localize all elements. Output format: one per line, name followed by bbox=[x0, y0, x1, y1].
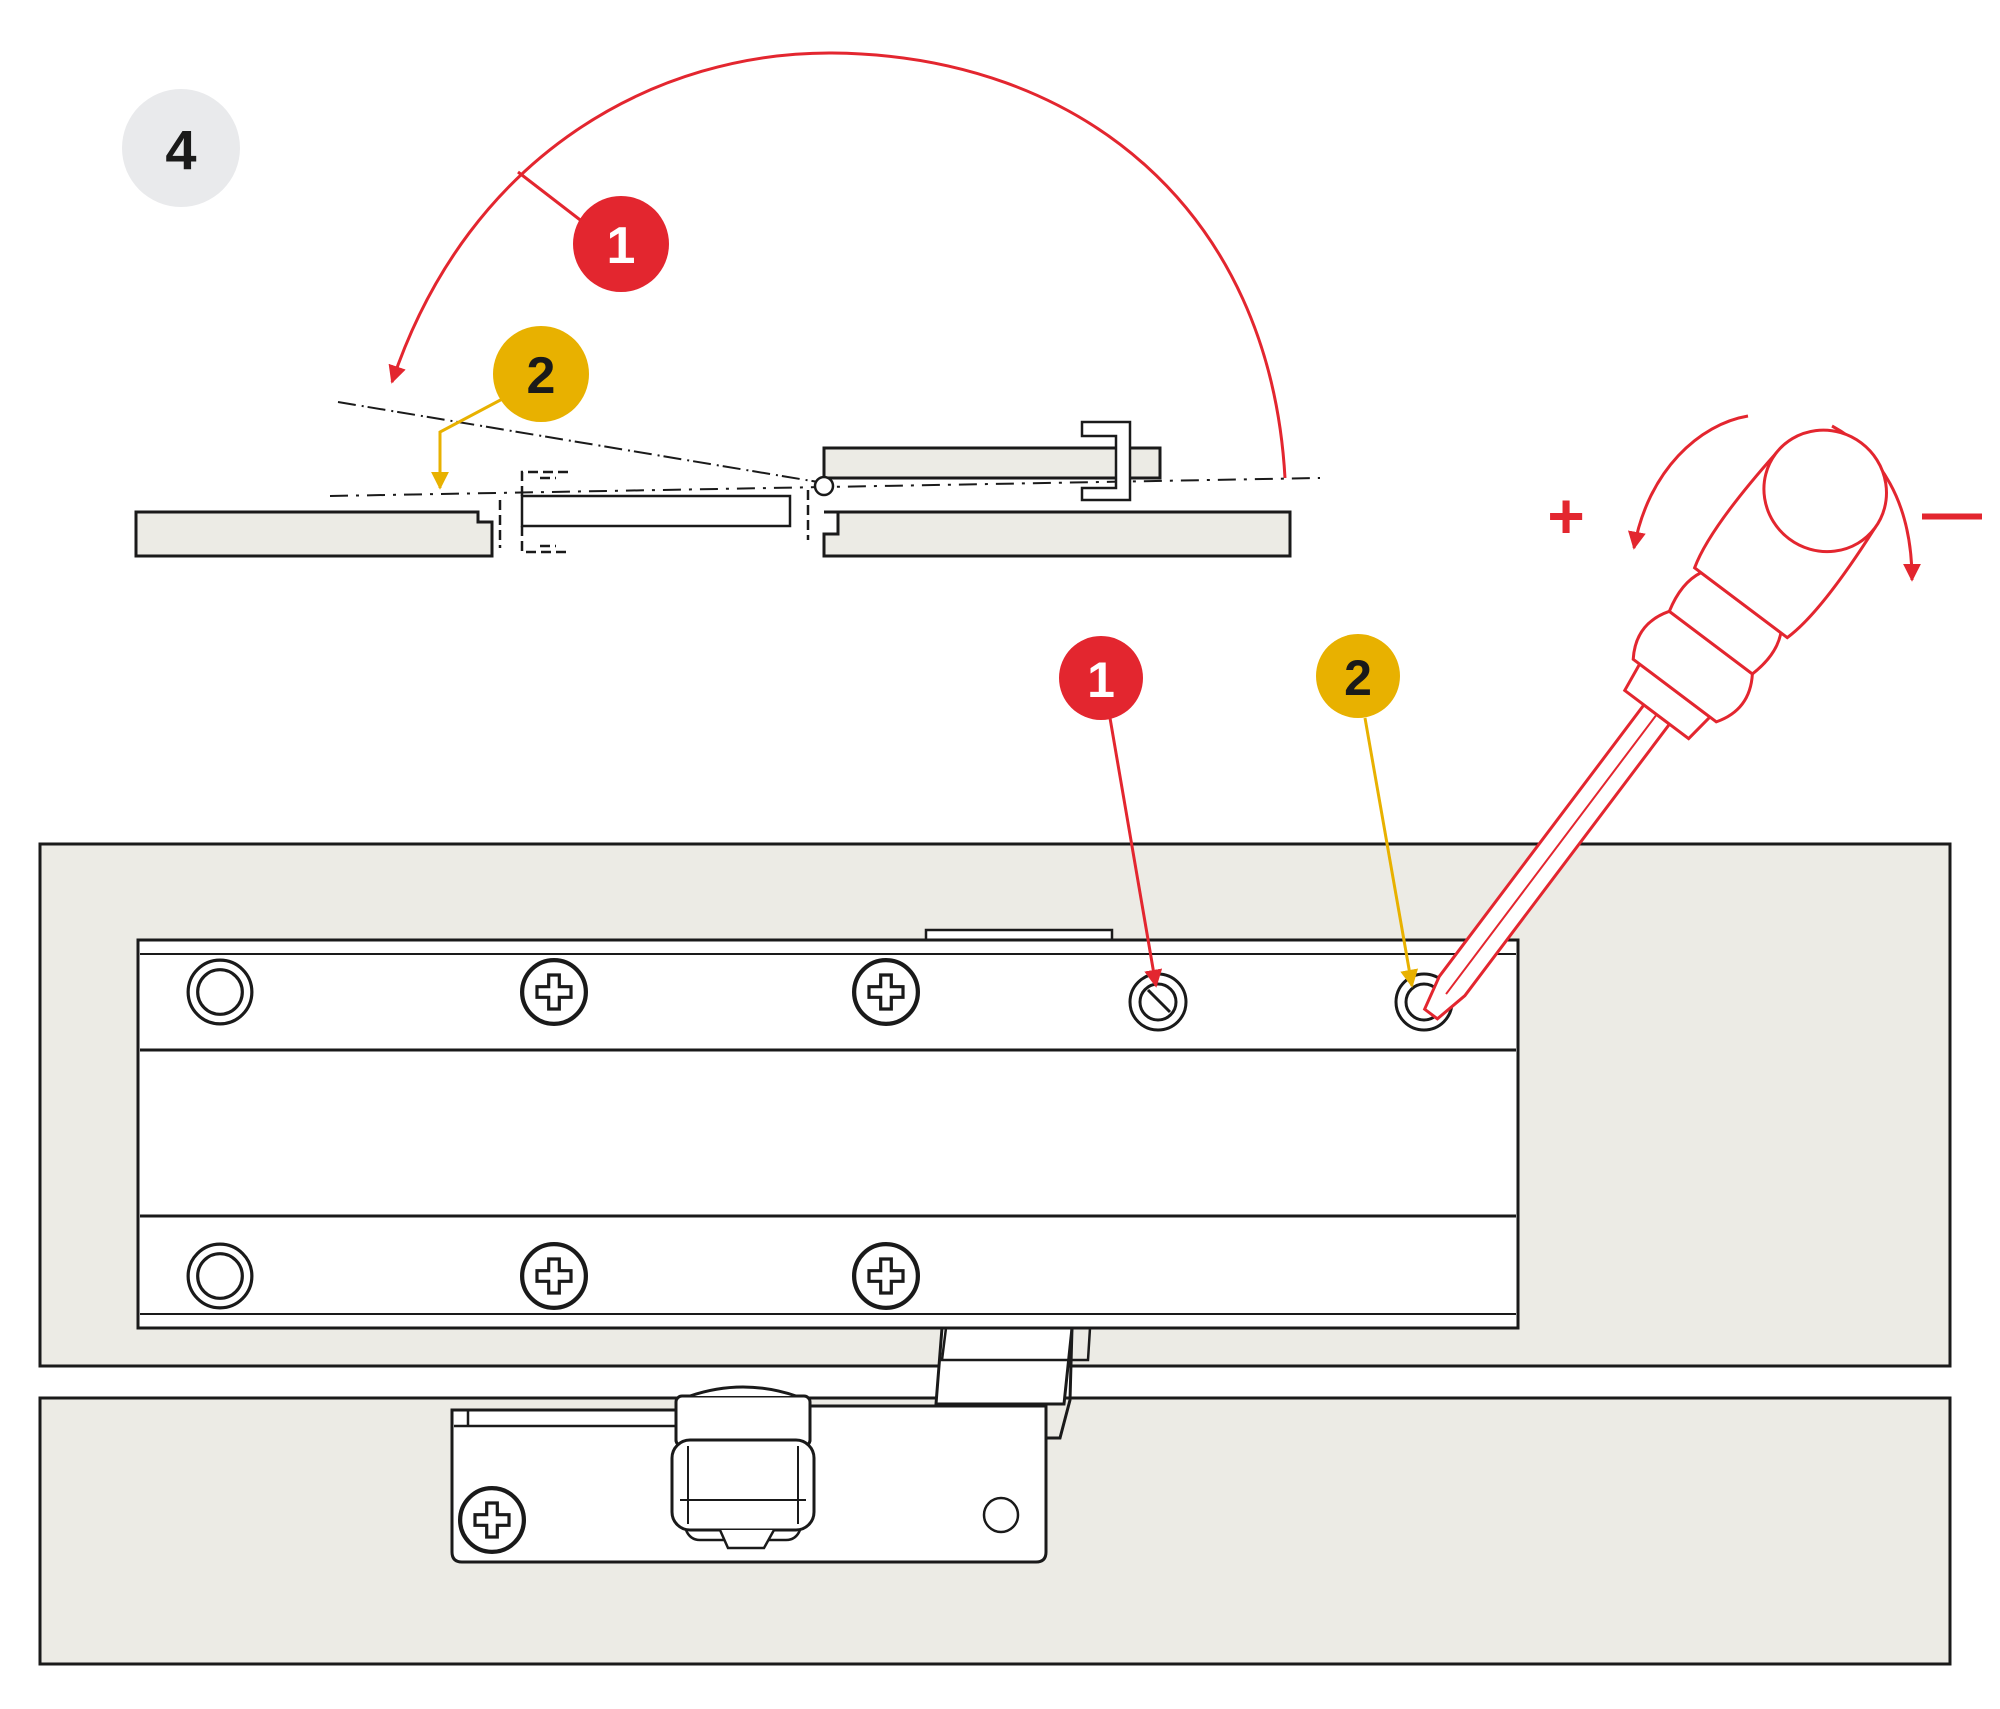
screw-callout-yellow-number: 2 bbox=[1344, 650, 1372, 706]
screw-callout-red: 1 bbox=[1059, 636, 1143, 720]
phillips-screw-bottom-3 bbox=[854, 1244, 918, 1308]
hinge-bracket-dashed bbox=[520, 470, 568, 554]
hinge-outline-dashed bbox=[520, 494, 792, 528]
door-swing-arc bbox=[388, 51, 1287, 479]
screw-callout-yellow: 2 bbox=[1316, 634, 1400, 718]
callout-badge-yellow: 2 bbox=[493, 326, 589, 422]
callout-yellow-number: 2 bbox=[527, 347, 556, 405]
loosen-minus-sign: — bbox=[1922, 479, 1982, 546]
yellow-leader-to-screw-2 bbox=[1363, 717, 1419, 988]
screw-callout-red-number: 1 bbox=[1087, 652, 1115, 708]
hinge-arm bbox=[934, 1326, 1092, 1440]
left-panel-section bbox=[134, 510, 494, 558]
step-badge: 4 bbox=[122, 89, 240, 207]
pivot-point bbox=[813, 475, 835, 497]
mounting-hole-bottom-1 bbox=[186, 1242, 254, 1310]
arc-leader-line bbox=[517, 170, 589, 228]
adjustment-screw-1 bbox=[1128, 972, 1188, 1032]
hinge-mounting-plate bbox=[136, 928, 1520, 1330]
rotate-ccw-arrow-icon bbox=[1628, 414, 1749, 550]
phillips-screw-bottom-2 bbox=[522, 1244, 586, 1308]
right-panel-upper-section bbox=[822, 446, 1162, 480]
callout-red-number: 1 bbox=[607, 217, 636, 275]
angled-reference-line bbox=[337, 401, 819, 483]
tighten-plus-sign: + bbox=[1547, 480, 1584, 552]
mounting-hole-top-1 bbox=[186, 958, 254, 1026]
yellow-leader-line bbox=[431, 394, 509, 490]
phillips-screw-top-2 bbox=[522, 960, 586, 1024]
red-leader-to-screw-1 bbox=[1108, 717, 1163, 988]
frame-hinge-bracket bbox=[450, 1385, 1048, 1564]
upper-hinge-bracket bbox=[1080, 420, 1132, 502]
frame-bracket-screw bbox=[460, 1488, 524, 1552]
step-number: 4 bbox=[165, 119, 196, 182]
side-view-diagram: 1 2 bbox=[134, 51, 1321, 558]
phillips-screw-top-3 bbox=[854, 960, 918, 1024]
screwdriver-icon bbox=[1422, 428, 1888, 1021]
right-panel-lower-section bbox=[822, 510, 1292, 558]
callout-badge-red: 1 bbox=[573, 196, 669, 292]
